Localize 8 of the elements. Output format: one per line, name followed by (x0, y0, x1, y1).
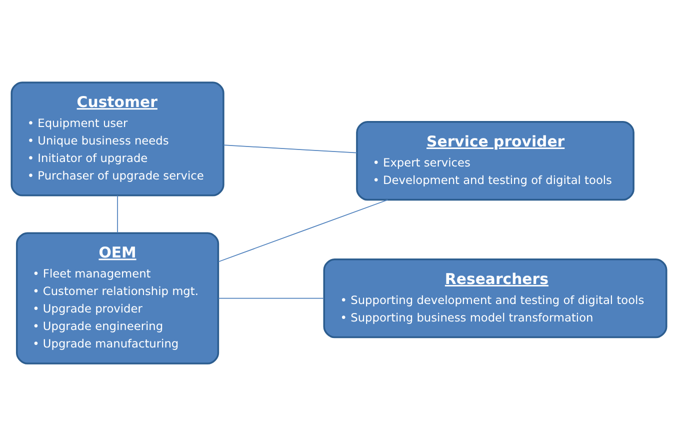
node-box: Researchers • Supporting development and testing of digital tools • Supporting business model transformation (323, 258, 668, 338)
connector (117, 195, 118, 234)
connector (218, 199, 388, 262)
node-box: Service provider • Expert services • Development and testing of digital tools (356, 121, 634, 201)
node-box: Customer • Equipment user • Unique business needs • Initiator of upgrade • Purchaser of upgrade service (10, 82, 224, 196)
node-box: OEM • Fleet management • Customer relationship mgt. • Upgrade provider • Upgrade engineering • Upgrade manufacturing (16, 232, 220, 364)
connector (218, 298, 324, 299)
connector (223, 144, 358, 154)
